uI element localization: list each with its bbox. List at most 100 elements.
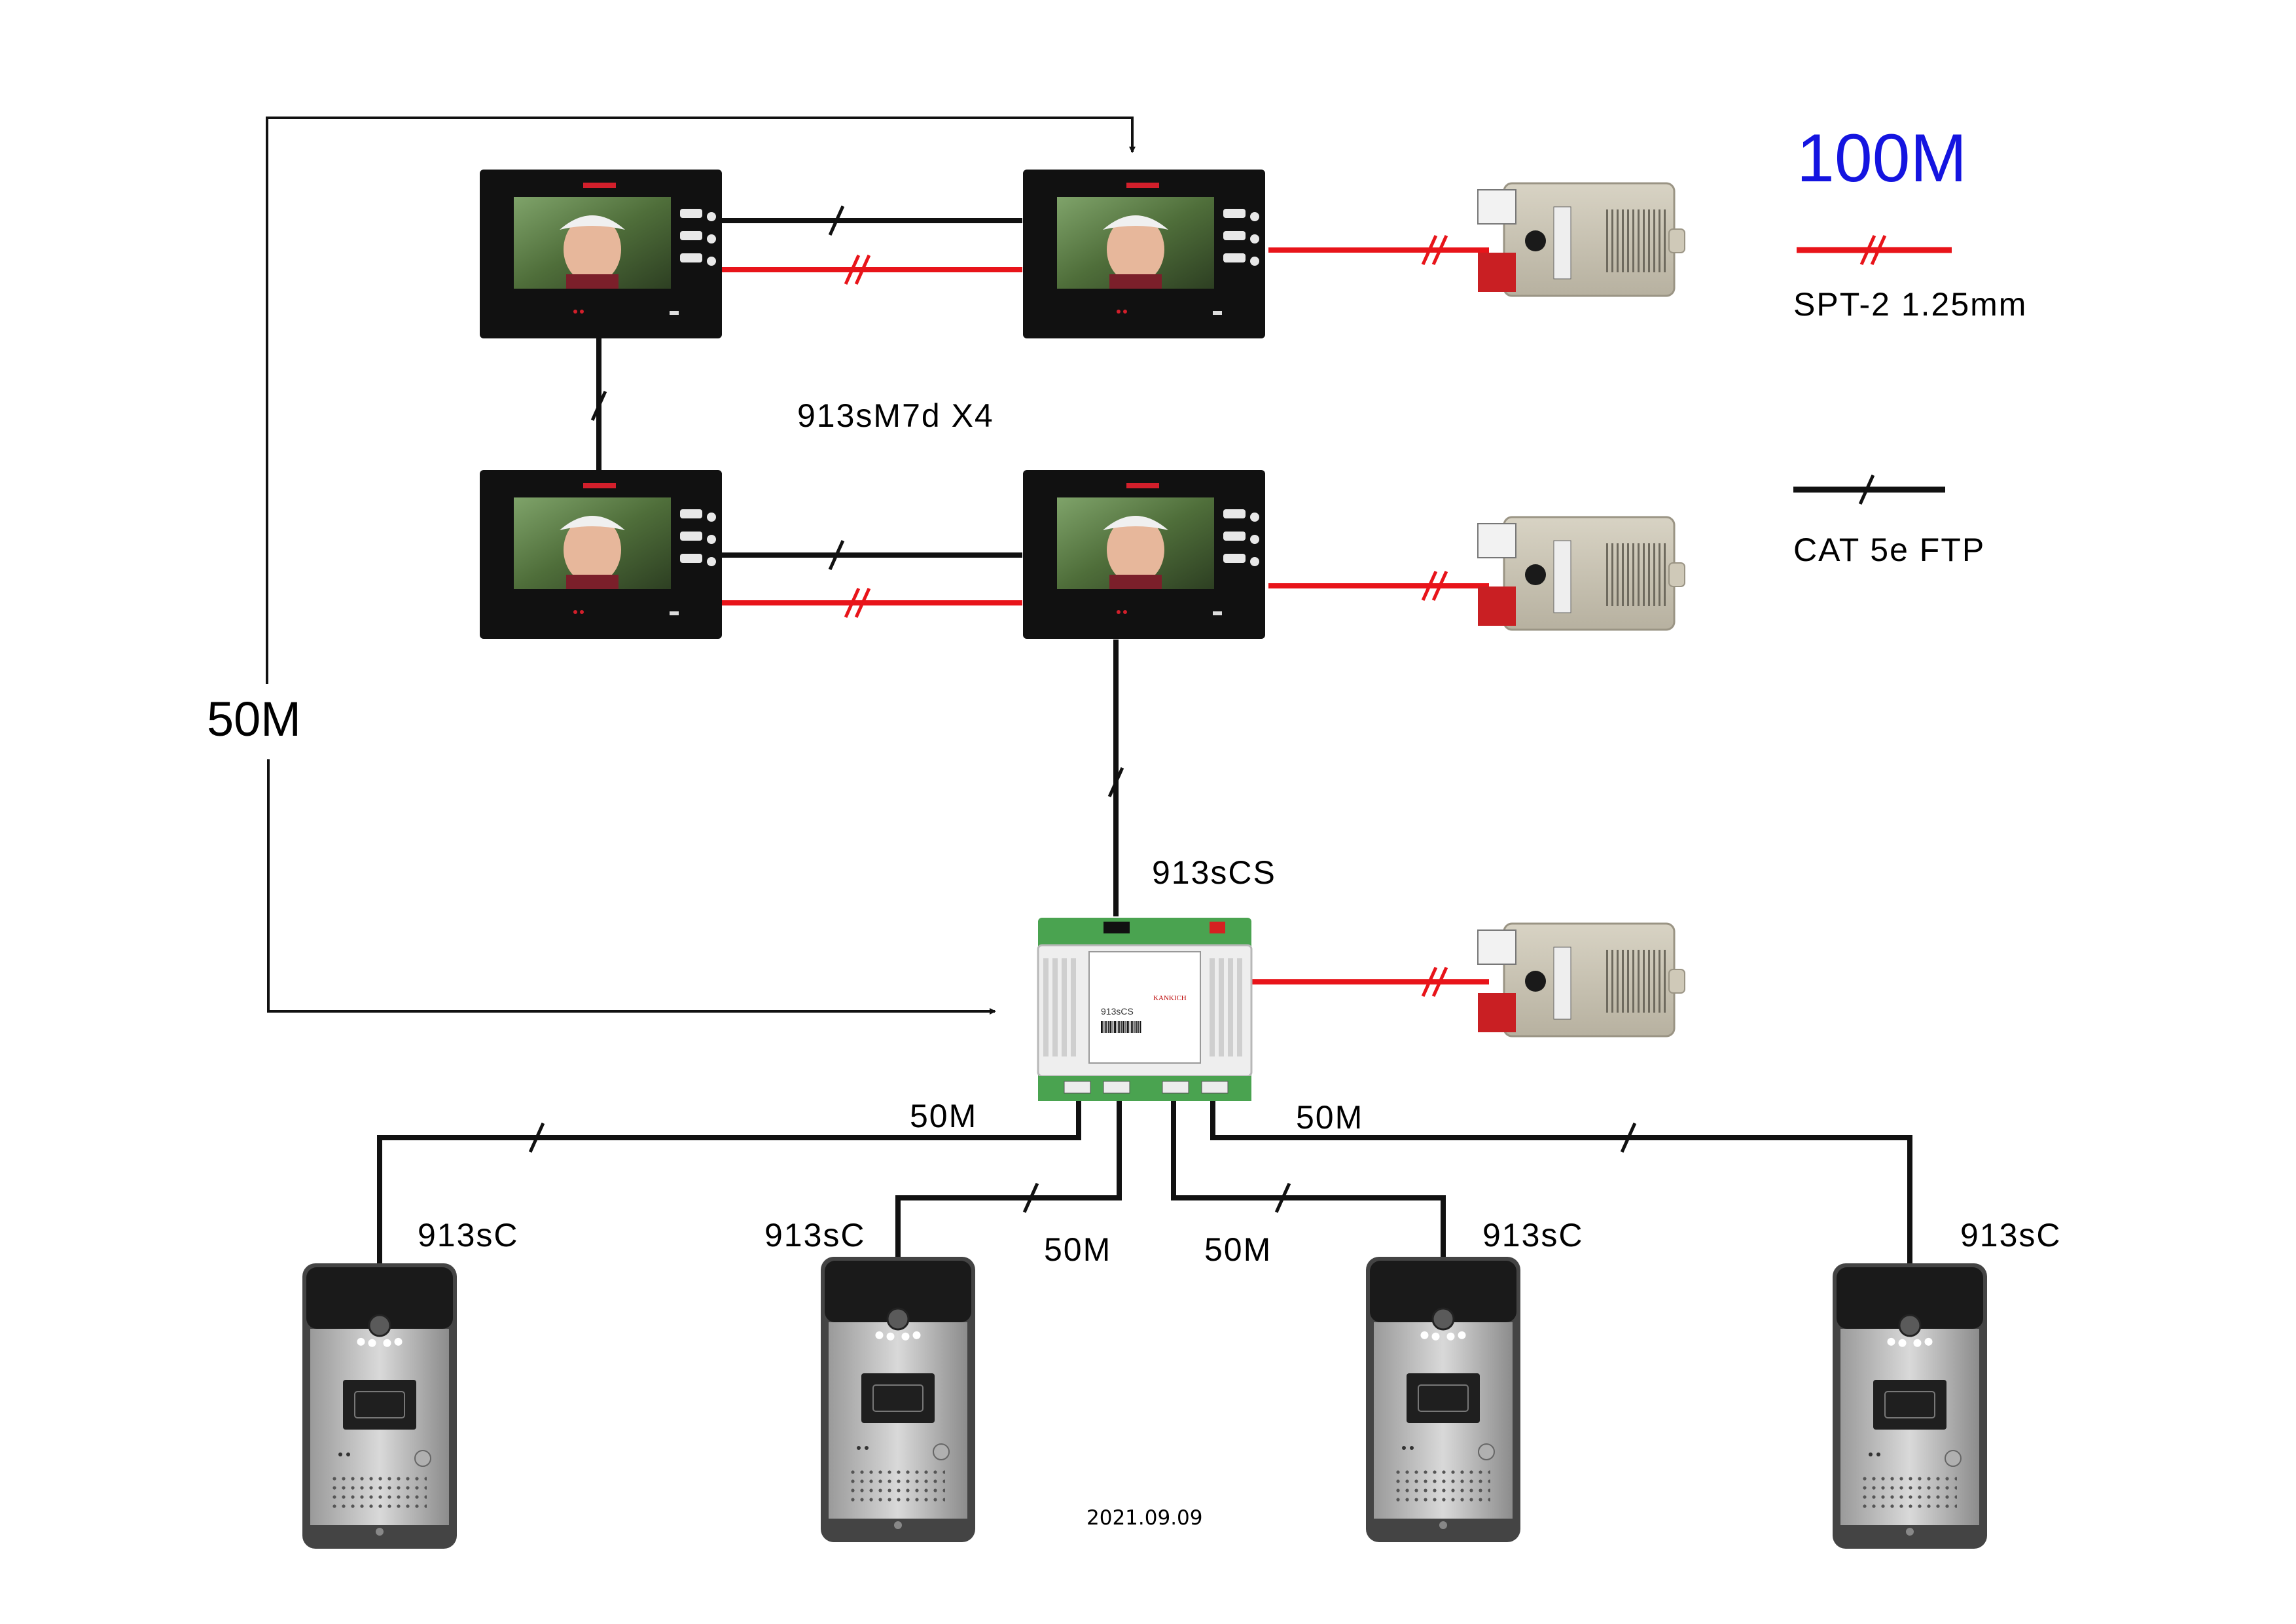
- controller-barcode: [1126, 1021, 1128, 1033]
- wires-layer: [266, 117, 1952, 1267]
- controller-label-panel: [1088, 951, 1201, 1064]
- branch-label-2: 50M: [1044, 1231, 1112, 1268]
- monitor-side-button: [1250, 535, 1259, 544]
- psu-vent-slot: [1659, 543, 1660, 606]
- indoor-monitor-icon: [480, 170, 722, 338]
- branch-label-1: 50M: [910, 1098, 978, 1134]
- monitor-side-button: [1223, 231, 1246, 240]
- monitor-side-button: [680, 253, 702, 262]
- door-station-label-4: 913sC: [1960, 1217, 2062, 1254]
- legend-red-cable-label: SPT-2 1.25mm: [1793, 286, 2028, 323]
- monitor-side-button: [707, 557, 716, 566]
- psu-terminal-block: [1477, 523, 1516, 558]
- monitor-logo: [583, 183, 616, 188]
- screen-cap: [1103, 516, 1168, 530]
- door-ir-led: [1431, 1332, 1440, 1341]
- psu-terminal-block: [1477, 189, 1516, 225]
- controller-brand: KANKICH: [1153, 994, 1187, 1002]
- psu-vent-slot: [1653, 950, 1655, 1013]
- door-card-reader: [1873, 1380, 1946, 1430]
- legend-black-tick: [1858, 474, 1875, 505]
- psu-vent-slot: [1638, 209, 1640, 272]
- monitor-side-button: [707, 234, 716, 244]
- door-camera-lens: [1431, 1307, 1455, 1331]
- door-ir-led: [875, 1331, 884, 1339]
- psu-vent-slot: [1606, 950, 1608, 1013]
- door-ir-led: [383, 1339, 391, 1347]
- door-screw: [376, 1528, 384, 1536]
- psu-ear: [1668, 562, 1685, 587]
- door-screw: [1906, 1528, 1914, 1536]
- controller-port: [1162, 1081, 1189, 1094]
- controller-barcode: [1115, 1021, 1116, 1033]
- psu-vent-slot: [1617, 950, 1619, 1013]
- monitor-side-button: [707, 513, 716, 522]
- door-speaker-grille: [332, 1475, 427, 1512]
- tick-cat5-to-controller: [1107, 767, 1124, 798]
- loop-distance-label: 50M: [207, 692, 301, 746]
- monitor-mic: [1213, 611, 1222, 615]
- psu-vent-slot: [1627, 950, 1629, 1013]
- monitor-logo: [1126, 483, 1159, 488]
- psu-vent-slot: [1664, 543, 1666, 606]
- loop-cable-bottom: [267, 759, 996, 1015]
- door-card-symbol: [872, 1384, 924, 1412]
- door-station-icon: [1833, 1263, 1987, 1549]
- tick-power-psu-middle: [1421, 570, 1438, 602]
- tick-power-psu-middle: [1431, 570, 1448, 602]
- door-ir-led: [901, 1332, 910, 1341]
- door-speaker-grille: [851, 1469, 945, 1506]
- door-call-button: [1478, 1443, 1495, 1460]
- door-mic: [338, 1453, 342, 1456]
- indoor-monitor-icon: [480, 470, 722, 639]
- psu-vent-slot: [1627, 209, 1629, 272]
- psu-indicator: [1525, 230, 1546, 251]
- controller-fin: [1210, 958, 1215, 1056]
- psu-sticker: [1553, 206, 1571, 280]
- door-camera-lens: [1898, 1314, 1922, 1337]
- monitor-side-button: [1223, 509, 1246, 518]
- controller-barcode: [1109, 1021, 1111, 1033]
- controller-barcode: [1132, 1021, 1134, 1033]
- door-call-button: [414, 1450, 431, 1467]
- screen-face: [564, 215, 621, 283]
- controller-connector: [1103, 922, 1130, 933]
- door-screw: [894, 1521, 902, 1529]
- controller-led: [1210, 922, 1225, 933]
- psu-vent-slot: [1664, 950, 1666, 1013]
- controller-barcode: [1101, 1021, 1102, 1033]
- psu-vent-slot: [1606, 543, 1608, 606]
- door-card-symbol: [1884, 1391, 1935, 1418]
- door-mic: [1402, 1446, 1406, 1450]
- tick-power-bottom-row: [844, 587, 861, 619]
- speed-label: 100M: [1797, 120, 1967, 196]
- door-ir-led: [886, 1332, 895, 1341]
- monitor-led: [1123, 310, 1127, 314]
- monitor-side-button: [680, 209, 702, 218]
- monitor-led: [580, 310, 584, 314]
- monitor-logo: [1126, 183, 1159, 188]
- door-station-top: [1370, 1261, 1516, 1322]
- controller-barcode: [1121, 1021, 1122, 1033]
- monitor-logo: [583, 483, 616, 488]
- tick-cat5-door-1: [528, 1122, 545, 1153]
- monitor-led: [580, 610, 584, 614]
- psu-sticker: [1553, 947, 1571, 1020]
- indoor-monitor-icon: [1023, 470, 1265, 639]
- tick-cat5-monitor-left-vertical: [590, 390, 607, 422]
- monitor-side-button: [680, 509, 702, 518]
- screen-shirt: [1109, 575, 1162, 589]
- branch-label-4: 50M: [1296, 1099, 1364, 1136]
- legend-red-tick: [1859, 234, 1876, 266]
- door-mic: [1876, 1453, 1880, 1456]
- door-ir-led: [1913, 1339, 1922, 1347]
- door-card-symbol: [354, 1391, 405, 1418]
- door-ir-led: [1924, 1337, 1933, 1346]
- door-card-reader: [861, 1373, 935, 1423]
- psu-vent-slot: [1653, 209, 1655, 272]
- psu-vent-slot: [1659, 950, 1660, 1013]
- psu-vent-slot: [1653, 543, 1655, 606]
- psu-vent-slot: [1659, 209, 1660, 272]
